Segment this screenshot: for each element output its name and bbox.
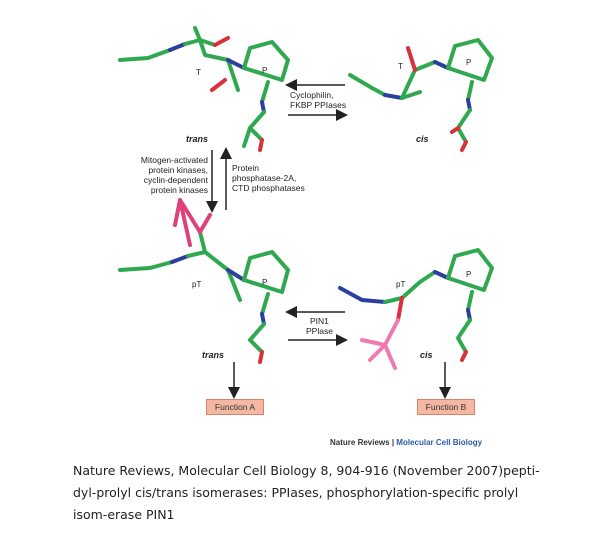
phosphatases-label: Protein phosphatase-2A, CTD phosphatases (232, 163, 305, 193)
pin1-isomerization-diagram: T P T P pT P pT P trans cis trans cis Cy… (118, 26, 494, 447)
phospho-threonine-label: pT (396, 280, 406, 289)
cyclophilin-fkbp-label: Cyclophilin, FKBP PPIases (290, 90, 347, 110)
proline-label: P (466, 270, 472, 279)
threonine-label: T (196, 68, 201, 77)
molecular-diagram (118, 26, 494, 399)
phospho-cis-molecule (338, 248, 494, 370)
threonine-label: T (398, 62, 403, 71)
phospho-threonine-label: pT (192, 280, 202, 289)
function-a-box: Function A (206, 399, 264, 415)
reaction-arrows (206, 79, 451, 399)
trans-label: trans (202, 350, 225, 360)
cis-label: cis (416, 134, 429, 144)
proline-label: P (466, 58, 472, 67)
cis-label: cis (420, 350, 433, 360)
phospho-trans-molecule (118, 198, 290, 364)
trans-label: trans (186, 134, 209, 144)
kinases-label: Mitogen-activated protein kinases, cycli… (140, 155, 208, 195)
figure-caption: Nature Reviews, Molecular Cell Biology 8… (73, 463, 540, 522)
journal-credit: Nature Reviews | Molecular Cell Biology (330, 438, 483, 447)
proline-label: P (262, 66, 268, 75)
proline-label: P (262, 278, 268, 287)
trans-molecule-top (118, 26, 290, 152)
function-b-box: Function B (417, 399, 475, 415)
pin1-label: PIN1 PPlase (306, 316, 333, 336)
cis-molecule-top (348, 38, 494, 152)
